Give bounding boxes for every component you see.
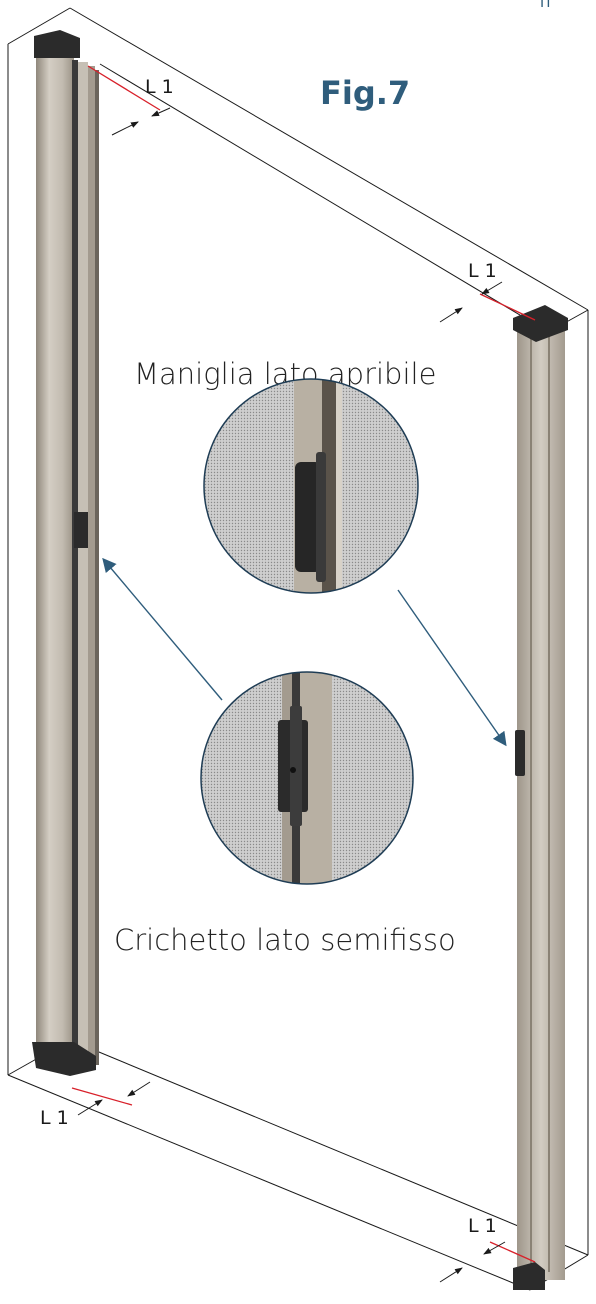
corner-mark: IT [540,0,553,11]
pointer-arrows [102,557,507,747]
arrow-icon [397,589,507,747]
right-handle-profile [513,305,568,1290]
frame-outline [7,7,589,1291]
latch-part [74,512,88,548]
handle-part [515,730,525,776]
dim-label-bottom-left: L 1 [40,1107,69,1129]
zoom-detail-latch [200,671,414,885]
dimension-arrows [77,107,506,1283]
reference-lines [71,65,536,1263]
dim-label-top-left: L 1 [145,76,174,98]
dim-label-bottom-right: L 1 [468,1215,497,1237]
arrow-icon [102,557,223,701]
zoom-detail-handle [203,378,419,594]
dim-label-top-right: L 1 [468,260,497,282]
caption-latch-side: Crichetto lato semifisso [114,923,456,957]
left-cassette-profile [32,30,99,1076]
figure-title: Fig.7 [320,74,410,112]
